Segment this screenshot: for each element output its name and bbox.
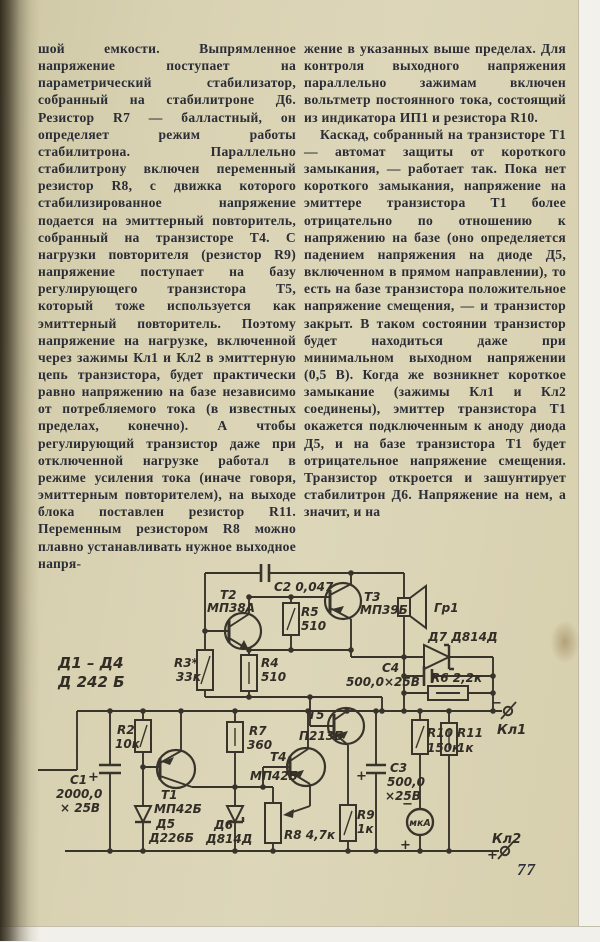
terminal-kl1 bbox=[500, 701, 517, 720]
meter-unit-label: мкА bbox=[409, 818, 431, 829]
label-r6: R6 2,2к bbox=[431, 671, 483, 685]
label-c3-polarity: + bbox=[356, 769, 367, 784]
label-r7-val: 360 bbox=[247, 738, 272, 752]
resistor-r2 bbox=[134, 719, 152, 753]
label-c1-val2: × 25В bbox=[60, 801, 100, 815]
label-r10-val: 150к bbox=[427, 741, 461, 755]
label-d6-type: Д814Д bbox=[205, 832, 252, 846]
resistor-r7 bbox=[226, 721, 244, 753]
label-t4-name: Т4 bbox=[270, 750, 287, 764]
label-r9-name: R9 bbox=[357, 808, 375, 822]
resistor-r3 bbox=[196, 649, 214, 691]
label-c2: С2 0,047 bbox=[274, 580, 334, 594]
wiper-arrow bbox=[283, 809, 294, 818]
transistor-t5 bbox=[326, 706, 366, 746]
label-c4-name: С4 bbox=[382, 661, 399, 675]
resistor-r11 bbox=[440, 722, 458, 756]
text-column-left: шой емкости. Выпрямленное напряжение пос… bbox=[38, 40, 296, 572]
microammeter-ip1: мкА bbox=[405, 807, 435, 837]
capacitor-c2 bbox=[259, 564, 271, 582]
transistor-t2 bbox=[223, 611, 263, 651]
label-c4-val: 500,0×25В bbox=[346, 675, 420, 689]
label-r3-val: 33к bbox=[176, 670, 202, 684]
label-diode-group-line2: Д 242 Б bbox=[57, 673, 125, 691]
label-t2-type: МП38А bbox=[207, 601, 255, 615]
transistor-t3 bbox=[323, 581, 363, 621]
label-kl1-polarity: − bbox=[491, 696, 502, 711]
book-spine-shadow bbox=[0, 0, 40, 941]
label-r4-name: R4 bbox=[261, 656, 279, 670]
label-r7-name: R7 bbox=[249, 724, 267, 738]
label-r5-name: R5 bbox=[301, 605, 319, 619]
capacitor-c1 bbox=[99, 763, 121, 775]
transistor-t1 bbox=[155, 748, 197, 790]
label-diode-group-line1: Д1 – Д4 bbox=[57, 654, 124, 672]
resistor-r6 bbox=[427, 685, 469, 701]
emitter-arrow bbox=[332, 606, 344, 614]
label-d5-name: Д5 bbox=[155, 817, 175, 831]
page-number: 77 bbox=[517, 860, 536, 879]
emitter-arrow bbox=[239, 640, 249, 650]
label-r11-val: 1к bbox=[457, 741, 474, 755]
text-column-right: жение в указанных выше пределах. Для кон… bbox=[304, 40, 566, 520]
label-t3-name: Т3 bbox=[364, 590, 381, 604]
paragraph: Каскад, собранный на транзисторе Т1 — ав… bbox=[304, 126, 566, 520]
emitter-arrow bbox=[336, 731, 348, 739]
label-t1-type: МП42Б bbox=[154, 802, 202, 816]
label-meter-minus: − bbox=[402, 797, 413, 812]
label-d5-type: Д226Б bbox=[148, 831, 194, 845]
label-r2-name: R2 bbox=[117, 723, 135, 737]
label-r3-name: R3* bbox=[174, 656, 199, 670]
terminal-kl2 bbox=[497, 841, 514, 860]
page-bottom-edge bbox=[0, 926, 600, 942]
label-c1-val1: 2000,0 bbox=[56, 787, 102, 801]
zener-diode-d7 bbox=[423, 643, 454, 671]
junction-dots bbox=[107, 570, 496, 854]
label-kl1: Кл1 bbox=[497, 723, 526, 738]
emitter-arrow bbox=[162, 757, 174, 765]
label-r10-name: R10 bbox=[427, 726, 453, 740]
label-gr1: Гр1 bbox=[434, 601, 459, 615]
paragraph: шой емкости. Выпрямленное напряжение пос… bbox=[38, 41, 296, 571]
transistor-t4 bbox=[285, 746, 327, 788]
label-t1-name: Т1 bbox=[161, 788, 178, 802]
resistor-r5 bbox=[282, 602, 300, 636]
resistor-r9 bbox=[339, 804, 357, 842]
speaker-gr1-icon bbox=[397, 584, 427, 630]
label-r4-val: 510 bbox=[261, 670, 286, 684]
label-r9-val: 1к bbox=[357, 822, 374, 836]
label-t5-type: П213Б bbox=[299, 729, 343, 743]
paper-stain bbox=[550, 620, 580, 664]
schematic-labels: Д1 – Д4 Д 242 Б С2 0,047 Т2 МП38А Т3 МП3… bbox=[56, 580, 526, 863]
capacitor-c3 bbox=[366, 763, 386, 775]
resistor-r10 bbox=[411, 719, 429, 755]
label-meter-plus: + bbox=[400, 838, 411, 853]
label-t3-type: МП39Б bbox=[360, 603, 408, 617]
paragraph: жение в указанных выше пределах. Для кон… bbox=[304, 41, 566, 125]
label-d7: Д7 Д814Д bbox=[427, 630, 498, 644]
potentiometer-r8 bbox=[264, 802, 294, 844]
label-c3-val1: 500,0 bbox=[387, 775, 425, 789]
label-c1-name: С1 bbox=[70, 773, 87, 787]
label-kl2: Кл2 bbox=[492, 832, 521, 847]
label-c3-name: С3 bbox=[390, 761, 407, 775]
label-r11-name: R11 bbox=[457, 726, 483, 740]
label-c3-val2: ×25В bbox=[385, 789, 421, 803]
label-kl2-polarity: + bbox=[487, 848, 498, 863]
emitter-arrow bbox=[292, 770, 304, 778]
label-r8: R8 4,7к bbox=[284, 828, 336, 842]
diode-d5 bbox=[133, 805, 153, 825]
label-t4-type: МП42Б bbox=[250, 769, 298, 783]
label-c1-polarity: + bbox=[88, 770, 99, 785]
resistor-r4 bbox=[240, 654, 258, 692]
page-right-edge bbox=[578, 0, 600, 941]
label-r5-val: 510 bbox=[301, 619, 326, 633]
label-d6-name: Д6 bbox=[213, 818, 233, 832]
label-r2-val: 10к bbox=[115, 737, 141, 751]
label-t2-name: Т2 bbox=[220, 588, 237, 602]
label-t5-name: Т5 bbox=[308, 708, 325, 722]
zener-diode-d6 bbox=[225, 805, 245, 827]
